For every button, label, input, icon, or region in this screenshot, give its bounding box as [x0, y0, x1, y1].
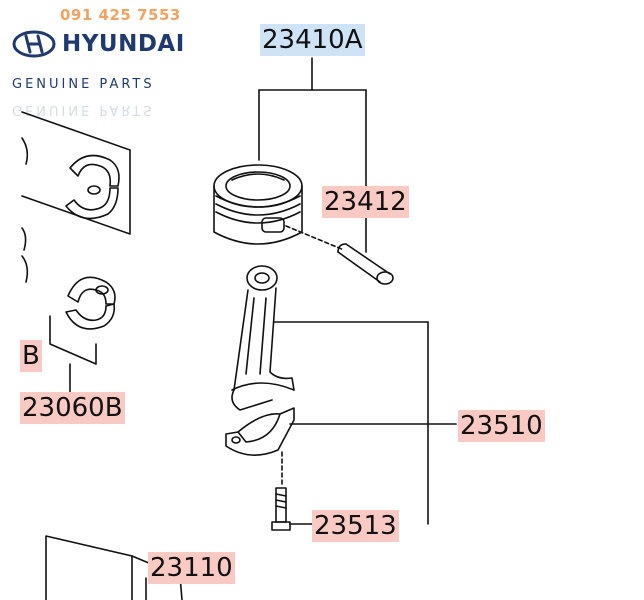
part-label-connecting-rod[interactable]: 23510	[458, 410, 545, 442]
part-label-crankshaft[interactable]: 23110	[148, 552, 235, 584]
part-label-bearing-set[interactable]: 23060B	[20, 392, 125, 424]
connecting-rod-leader	[273, 321, 457, 525]
hyundai-logo-icon	[12, 30, 56, 58]
tagline: GENUINE PARTS	[12, 77, 155, 92]
rod-bolt-drawing	[271, 451, 313, 531]
part-label-piston-assy[interactable]: 23410A	[260, 24, 365, 56]
piston-pin-drawing	[337, 243, 394, 285]
tagline-reflection: GENUINE PARTS	[12, 102, 155, 117]
rod-cap-drawing	[225, 407, 295, 456]
brand-name: HYUNDAI	[62, 31, 185, 57]
part-label-piston-pin[interactable]: 23412	[322, 186, 409, 218]
piston-assy-leader	[258, 57, 367, 253]
brand-logo: HYUNDAI	[12, 30, 185, 58]
bearing-set-drawing	[49, 276, 116, 393]
part-label-rod-bolt[interactable]: 23513	[312, 510, 399, 542]
piston-drawing	[213, 164, 345, 251]
phone-number: 091 425 7553	[60, 6, 181, 24]
connecting-rod-drawing	[231, 265, 295, 411]
main-bearing-panel	[21, 111, 131, 283]
part-label-bearing-partial[interactable]: B	[20, 340, 42, 372]
